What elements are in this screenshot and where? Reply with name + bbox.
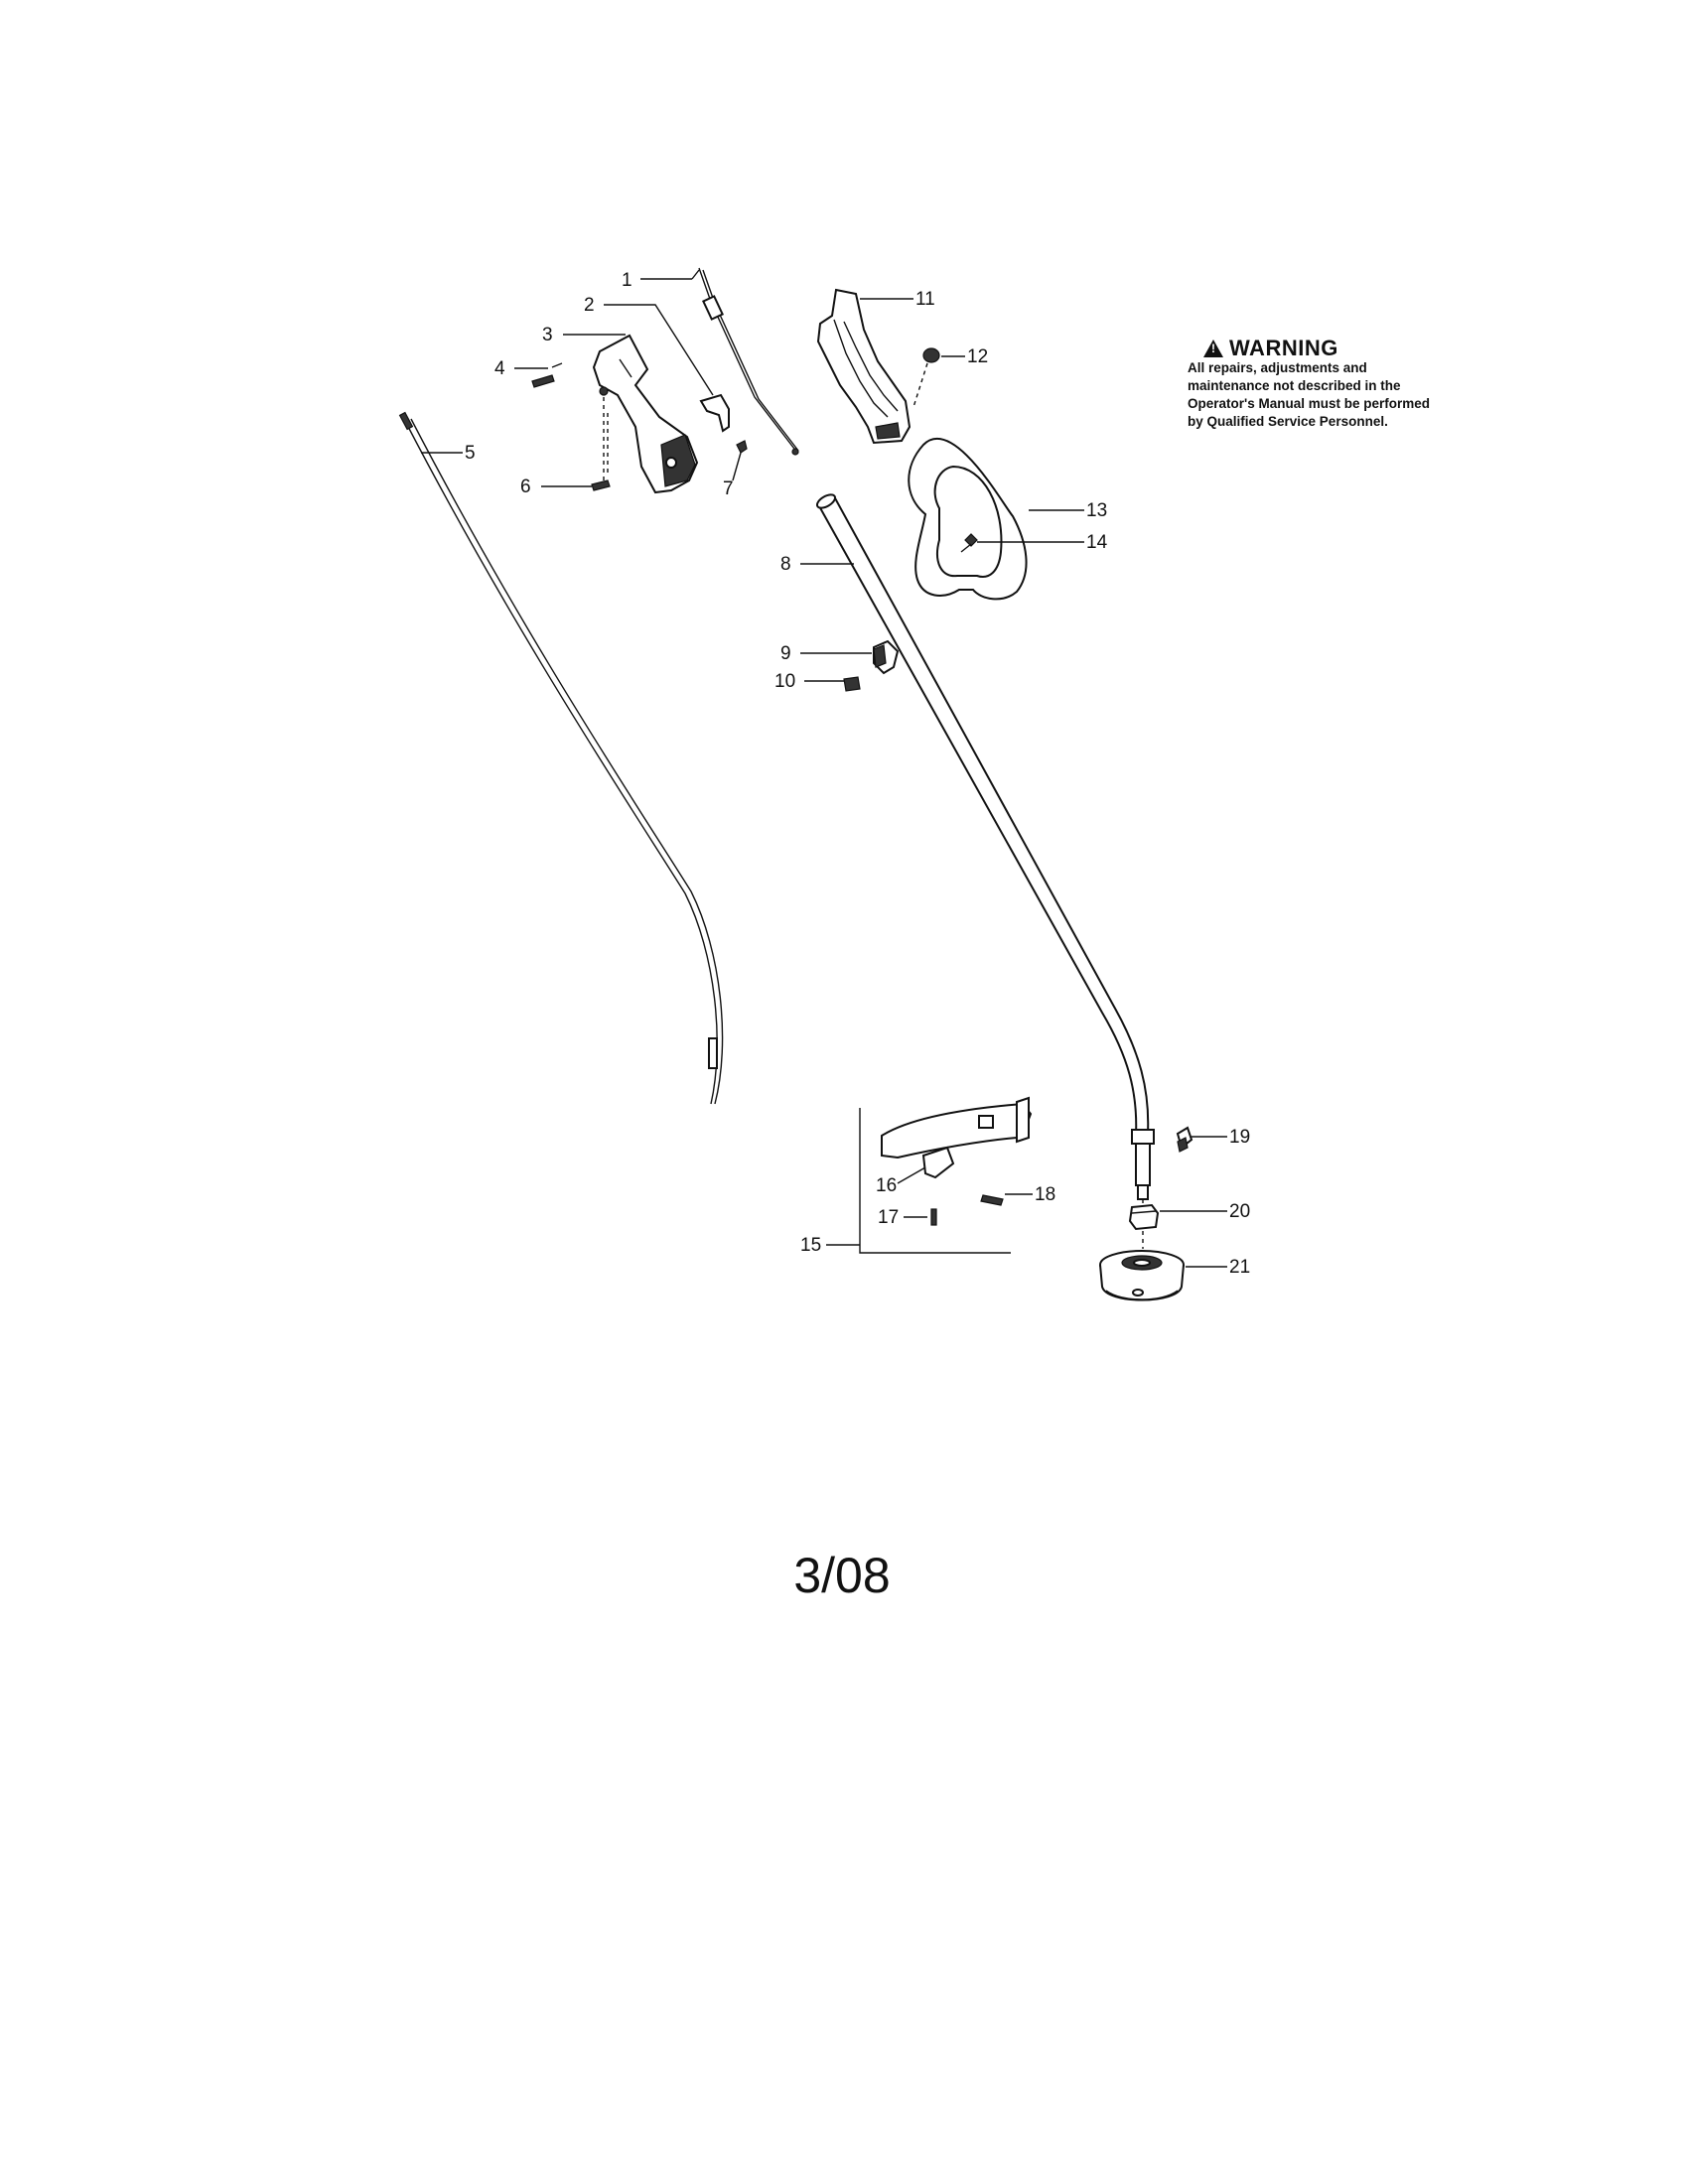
warning-heading-text: WARNING <box>1229 336 1338 360</box>
shaft-end-fitting <box>1131 1129 1155 1249</box>
part-17-screw <box>930 1208 937 1226</box>
callout-16: 16 <box>876 1175 897 1196</box>
part-5-drive-shaft <box>398 411 724 1105</box>
callout-17: 17 <box>878 1207 899 1228</box>
part-13-assist-handle <box>908 437 1028 601</box>
part-6-screw <box>591 386 611 491</box>
callout-3: 3 <box>542 325 553 345</box>
callout-18: 18 <box>1035 1184 1055 1205</box>
callout-14: 14 <box>1086 532 1108 553</box>
callout-10: 10 <box>774 671 795 692</box>
warning-triangle-icon <box>1203 340 1223 357</box>
part-18-screw <box>980 1194 1004 1206</box>
callout-11: 11 <box>915 289 935 310</box>
callout-21: 21 <box>1229 1257 1250 1278</box>
guard-shield <box>881 1096 1033 1160</box>
callout-9: 9 <box>780 643 791 664</box>
part-7-clip <box>736 440 748 454</box>
callout-13: 13 <box>1086 500 1107 521</box>
part-1-throttle-cable <box>698 267 799 456</box>
part-15-guard-assembly-bracket <box>859 1108 1011 1254</box>
part-20-adapter-nut <box>1128 1203 1160 1231</box>
part-21-trimmer-head <box>1099 1250 1185 1301</box>
callout-12: 12 <box>967 346 988 367</box>
callout-15: 15 <box>800 1235 821 1256</box>
date-code: 3/08 <box>793 1548 891 1603</box>
callout-1: 1 <box>622 270 632 291</box>
callout-8: 8 <box>780 554 791 575</box>
part-19-wing-screw <box>1176 1126 1193 1153</box>
part-2-throttle-trigger <box>699 393 730 433</box>
part-3-handle-housing <box>592 334 699 494</box>
part-9-clamp-knob <box>873 639 900 675</box>
callout-4: 4 <box>494 358 505 379</box>
warning-notice: WARNING All repairs, adjustments and mai… <box>1188 338 1446 431</box>
part-16-line-cutter <box>921 1146 955 1179</box>
part-14-screw <box>960 533 978 553</box>
part-12-nut <box>912 347 940 408</box>
callout-19: 19 <box>1229 1127 1250 1148</box>
callout-7: 7 <box>723 478 734 499</box>
callout-6: 6 <box>520 477 531 497</box>
warning-heading: WARNING <box>1203 338 1446 359</box>
part-10-screw <box>843 676 861 692</box>
callout-5: 5 <box>465 443 476 464</box>
warning-text: All repairs, adjustments and maintenance… <box>1188 360 1431 429</box>
part-4-screw <box>531 362 563 388</box>
callout-2: 2 <box>584 295 595 316</box>
part-11-handle-half <box>816 288 912 445</box>
callout-20: 20 <box>1229 1201 1250 1222</box>
